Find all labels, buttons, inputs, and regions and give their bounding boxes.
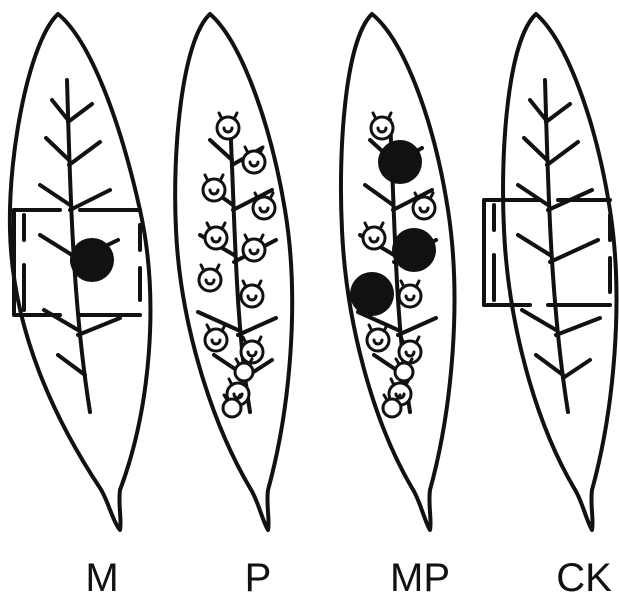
aphid-icon <box>371 113 393 139</box>
aphid-icon <box>399 281 421 307</box>
label-mp: MP <box>360 558 480 598</box>
aphid-icon <box>363 223 385 249</box>
aphid-icon <box>413 193 435 219</box>
aphid-icon <box>223 395 241 417</box>
label-ck: CK <box>524 558 619 598</box>
leaf-mp <box>341 14 455 530</box>
aphid-icon <box>217 113 239 139</box>
leaf-m <box>10 14 151 530</box>
leaf-ck <box>484 14 616 530</box>
aphid-icon <box>203 175 225 201</box>
leaf-p <box>175 14 292 530</box>
aphid-icon <box>243 235 265 261</box>
aphid-icon <box>241 281 263 307</box>
aphid-icon <box>399 337 421 363</box>
label-p: P <box>198 558 318 598</box>
black-dot-icon <box>378 140 422 184</box>
black-dot-icon <box>350 272 394 316</box>
leaf-outline-icon <box>503 14 616 530</box>
aphid-icon <box>383 395 401 417</box>
leaf-outline-icon <box>175 14 292 530</box>
label-m: M <box>42 558 162 598</box>
aphid-icon <box>205 325 227 351</box>
black-dot-icon <box>70 238 114 282</box>
aphid-icon <box>199 265 221 291</box>
leaf-veins <box>518 80 600 412</box>
aphid-icon <box>235 359 253 381</box>
aphid-icon <box>243 147 265 173</box>
aphid-icon <box>367 325 389 351</box>
aphid-icon <box>205 223 227 249</box>
aphid-icon <box>395 359 413 381</box>
black-dot-icon <box>392 228 436 272</box>
aphid-icon <box>253 193 275 219</box>
